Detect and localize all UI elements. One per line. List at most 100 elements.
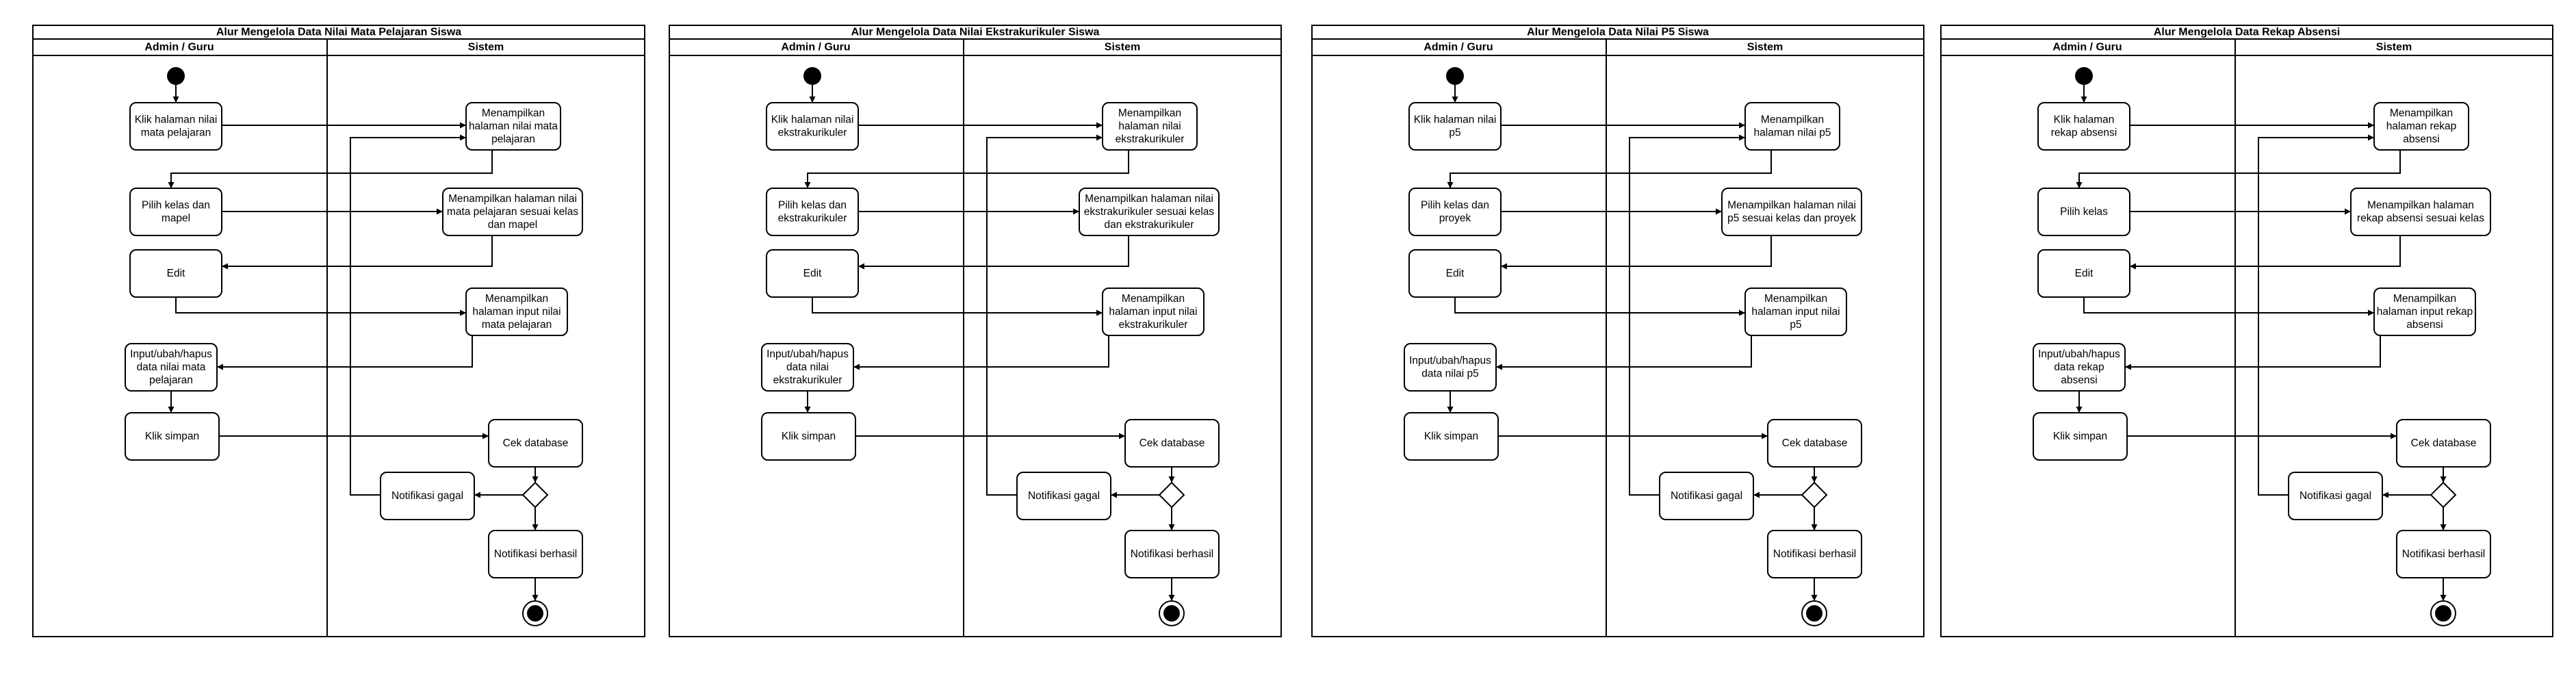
flow-fail-back-to-page <box>1629 134 1745 496</box>
action-select-label-line: proyek <box>1439 213 1471 225</box>
action-show-filtered-label-line: Menampilkan halaman nilai <box>1727 200 1856 212</box>
action-show-filtered-label-line: Menampilkan halaman <box>2367 200 2474 212</box>
action-show-page-label-line: ekstrakurikuler <box>1116 133 1185 145</box>
action-select-label-line: Pilih kelas <box>2060 206 2108 218</box>
action-save-label: Klik simpan <box>782 431 836 442</box>
lane-admin-guru-header: Admin / Guru <box>781 42 850 53</box>
action-fail-notification-label: Notifikasi gagal <box>391 490 463 502</box>
action-input <box>1404 343 1497 392</box>
action-click-page-label-line: Klik halaman nilai <box>1414 114 1497 126</box>
action-show-page-label-line: pelajaran <box>491 133 535 145</box>
flow-fail-back-to-page <box>350 134 466 496</box>
action-success-notification-label: Notifikasi berhasil <box>1773 548 1856 560</box>
action-show-page-label-line: Menampilkan <box>2390 107 2453 119</box>
action-click-page-label-line: mata pelajaran <box>141 127 211 139</box>
action-click-page-label-line: Klik halaman nilai <box>135 114 218 126</box>
action-click-page-label-line: p5 <box>1449 127 1460 139</box>
action-show-page-label-line: halaman nilai p5 <box>1754 127 1831 139</box>
action-click-page <box>766 102 859 151</box>
start-node <box>803 67 821 85</box>
action-show-page <box>1744 102 1840 151</box>
action-input-label-line: pelajaran <box>149 374 193 386</box>
action-click-page <box>129 102 222 151</box>
end-node-inner <box>527 605 543 622</box>
action-select-label-line: mapel <box>162 213 190 225</box>
action-edit-label: Edit <box>1446 268 1465 279</box>
flow-edit-to-input-page <box>2083 297 2374 316</box>
action-check-database-label: Cek database <box>2411 437 2477 449</box>
action-show-page-label-line: halaman rekap <box>2386 120 2457 132</box>
action-select-label-line: Pilih kelas dan <box>778 200 847 212</box>
action-click-page-label-line: Klik halaman nilai <box>771 114 854 126</box>
action-save-label: Klik simpan <box>2053 431 2107 442</box>
diagram-title: Alur Mengelola Data Rekap Absensi <box>2154 27 2340 38</box>
flow-filtered-to-edit <box>858 235 1129 270</box>
lane-sistem-header: Sistem <box>1105 42 1140 53</box>
action-save-label: Klik simpan <box>1424 431 1478 442</box>
action-edit-label: Edit <box>2075 268 2094 279</box>
lane-admin-guru-header: Admin / Guru <box>144 42 214 53</box>
action-select-label-line: ekstrakurikuler <box>778 213 847 225</box>
action-show-input <box>2373 288 2476 336</box>
action-click-page <box>1408 102 1502 151</box>
activity-diagram-2: Alur Mengelola Data Nilai Ekstrakurikule… <box>669 25 1282 637</box>
action-show-page-label-line: Menampilkan <box>1118 107 1181 119</box>
action-success-notification-label: Notifikasi berhasil <box>494 548 577 560</box>
flow-input-page-to-input <box>217 335 473 370</box>
action-show-input <box>465 288 568 336</box>
action-select <box>766 188 859 236</box>
action-show-filtered-label-line: Menampilkan halaman nilai <box>1085 193 1213 205</box>
flow-fail-back-to-page <box>2258 134 2374 496</box>
action-show-filtered-label-line: mata pelajaran sesuai kelas <box>447 206 578 218</box>
action-success-notification-label: Notifikasi berhasil <box>2402 548 2485 560</box>
flow-show-to-select <box>1447 150 1772 188</box>
action-show-input-label-line: Menampilkan <box>1764 293 1827 305</box>
action-success-notification-label: Notifikasi berhasil <box>1131 548 1213 560</box>
action-show-filtered <box>1721 188 1862 236</box>
end-node-inner <box>1806 605 1822 622</box>
action-show-page-label-line: halaman nilai mata <box>469 120 558 132</box>
action-save-label: Klik simpan <box>145 431 199 442</box>
action-show-filtered-label-line: ekstrakurikuler sesuai kelas <box>1084 206 1215 218</box>
action-check-database-label: Cek database <box>1782 437 1848 449</box>
action-check-database-label: Cek database <box>1139 437 1205 449</box>
flow-edit-to-input-page <box>812 297 1103 316</box>
action-show-input-label-line: mata pelajaran <box>482 319 552 331</box>
diagram-title: Alur Mengelola Data Nilai Mata Pelajaran… <box>216 27 461 38</box>
action-show-input-label-line: Menampilkan <box>1122 293 1185 305</box>
action-show-input-label-line: halaman input nilai <box>1751 306 1840 318</box>
action-show-page <box>1102 102 1198 151</box>
start-node <box>167 67 185 85</box>
action-input-label-line: Input/ubah/hapus <box>1409 355 1491 367</box>
action-select <box>1408 188 1502 236</box>
action-input-label-line: ekstrakurikuler <box>773 374 842 386</box>
diagram-title: Alur Mengelola Data Nilai P5 Siswa <box>1527 27 1709 38</box>
action-show-page <box>465 102 561 151</box>
action-input-label-line: data nilai <box>786 361 829 373</box>
action-input-label-line: absensi <box>2061 374 2097 386</box>
action-show-input-label-line: Menampilkan <box>2393 293 2456 305</box>
flow-filtered-to-edit <box>1501 235 1772 270</box>
action-click-page-label-line: rekap absensi <box>2051 127 2117 139</box>
action-input-label-line: Input/ubah/hapus <box>2038 348 2120 360</box>
activity-diagram-3: Alur Mengelola Data Nilai P5 SiswaAdmin … <box>1311 25 1924 637</box>
start-node <box>2075 67 2093 85</box>
action-show-input-label-line: halaman input nilai <box>472 306 561 318</box>
lane-sistem-header: Sistem <box>2376 42 2412 53</box>
action-fail-notification-label: Notifikasi gagal <box>2300 490 2371 502</box>
action-click-page-label-line: ekstrakurikuler <box>778 127 847 139</box>
action-input-label-line: data rekap <box>2054 361 2104 373</box>
action-edit-label: Edit <box>803 268 822 279</box>
action-click-page <box>2037 102 2130 151</box>
action-check-database-label: Cek database <box>503 437 569 449</box>
diagram-title: Alur Mengelola Data Nilai Ekstrakurikule… <box>851 27 1100 38</box>
action-fail-notification-label: Notifikasi gagal <box>1671 490 1742 502</box>
flow-input-page-to-input <box>853 335 1109 370</box>
flow-edit-to-input-page <box>175 297 466 316</box>
flow-filtered-to-edit <box>222 235 493 270</box>
lane-sistem-header: Sistem <box>1747 42 1783 53</box>
end-node-inner <box>1163 605 1180 622</box>
action-show-input-label-line: halaman input nilai <box>1109 306 1197 318</box>
